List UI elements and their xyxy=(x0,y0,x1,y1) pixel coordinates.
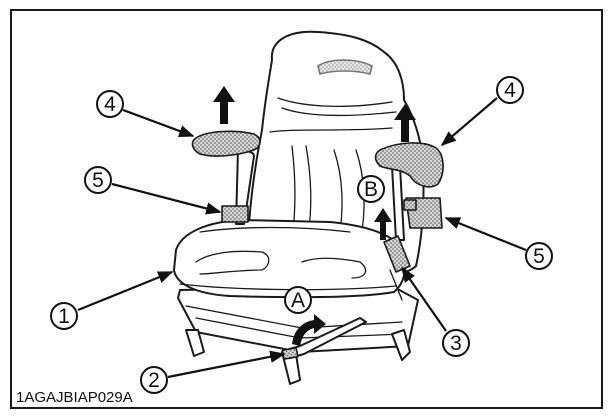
callout-2: 2 xyxy=(140,366,168,394)
direction-label: A xyxy=(291,289,305,312)
leader-line-5-left xyxy=(111,182,222,215)
callout-label: 5 xyxy=(92,169,104,192)
callout-1: 1 xyxy=(50,302,78,330)
arrow-up-icon xyxy=(374,208,392,240)
direction-callout-a: A xyxy=(284,286,312,314)
leader-line-4-right xyxy=(440,97,498,147)
direction-callout-b: B xyxy=(357,175,385,203)
figure-caption: 1AGAJBIAP029A xyxy=(16,389,133,406)
arrow-up-icon xyxy=(394,104,416,142)
callout-label: 4 xyxy=(104,93,116,116)
figure-border xyxy=(10,9,603,409)
leader-line-2 xyxy=(167,350,286,379)
direction-label: B xyxy=(364,178,378,201)
leader-line-4-left xyxy=(122,108,195,138)
callout-4-right: 4 xyxy=(496,76,524,104)
callout-5-right: 5 xyxy=(525,242,553,270)
callout-3: 3 xyxy=(442,329,470,357)
callout-4-left: 4 xyxy=(96,90,124,118)
callout-5-left: 5 xyxy=(84,166,112,194)
leader-line-3 xyxy=(401,266,447,332)
callout-label: 3 xyxy=(450,332,462,355)
callout-label: 2 xyxy=(148,369,160,392)
seat-illustration xyxy=(173,30,444,385)
callout-label: 5 xyxy=(533,245,545,268)
callout-label: 4 xyxy=(504,79,516,102)
callout-label: 1 xyxy=(58,305,70,328)
leader-line-5-right xyxy=(444,216,527,252)
curved-arrow-icon xyxy=(292,314,326,346)
leader-line-1 xyxy=(77,270,174,312)
arrow-up-icon xyxy=(213,86,235,124)
